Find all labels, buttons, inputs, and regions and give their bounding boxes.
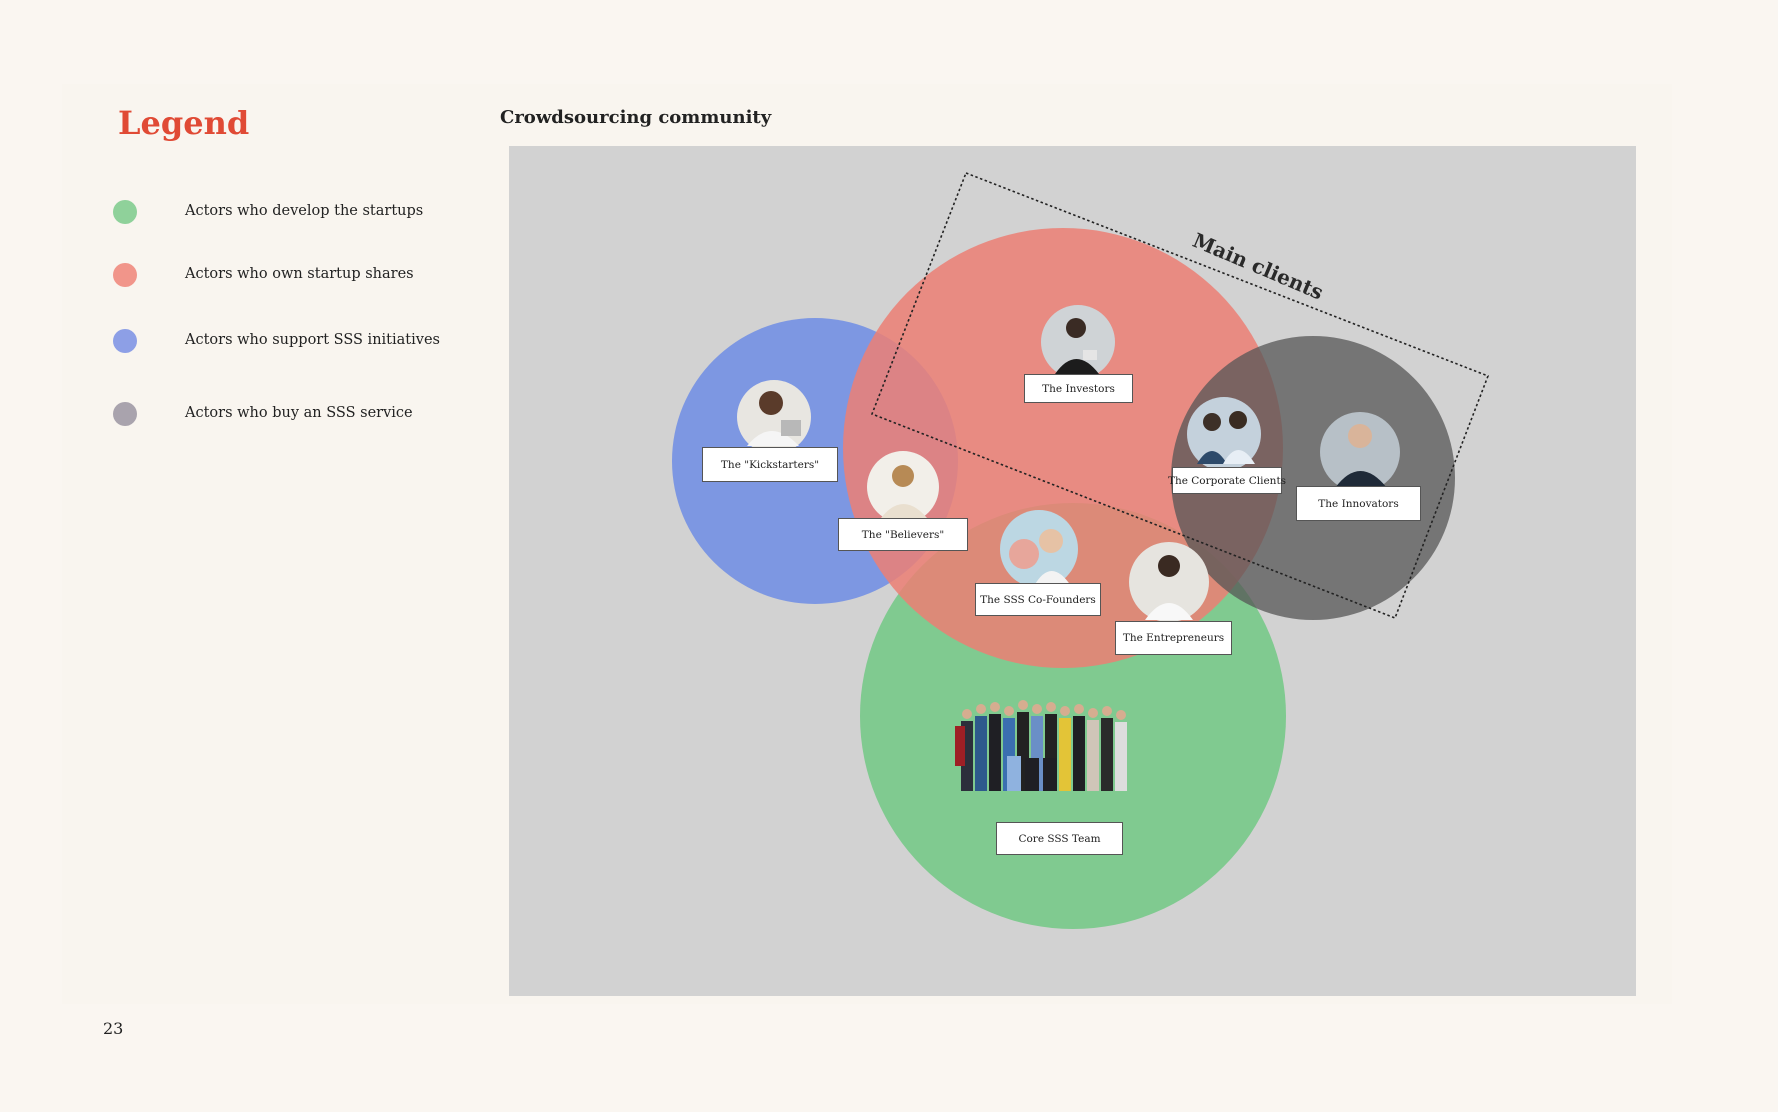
label-core-team: Core SSS Team: [996, 822, 1123, 855]
legend-dot-green: [113, 200, 137, 224]
label-investors: The Investors: [1024, 374, 1133, 403]
person-photo-kickstarter: [737, 380, 811, 454]
label-believers: The "Believers": [838, 518, 968, 551]
label-corporate-clients: The Corporate Clients: [1168, 467, 1286, 494]
label-kickstarters: The "Kickstarters": [702, 447, 838, 482]
legend-title: Legend: [118, 104, 250, 142]
person-photo-entrepreneur: [1129, 542, 1209, 622]
person-photo-innovator: [1320, 412, 1400, 492]
legend-dot-red: [113, 263, 137, 287]
label-co-founders: The SSS Co-Founders: [975, 583, 1101, 616]
legend-label: Actors who own startup shares: [185, 266, 414, 282]
person-photo-cofounders: [1000, 510, 1078, 588]
person-photo-investor: [1041, 305, 1115, 379]
group-photo-core-team: [955, 700, 1127, 791]
legend-dot-blue: [113, 329, 137, 353]
person-photo-believer: [867, 451, 939, 523]
legend-label: Actors who buy an SSS service: [185, 405, 413, 421]
legend-dot-grey: [113, 402, 137, 426]
main-clients-region: [870, 171, 1490, 620]
person-photo-corporate: [1187, 397, 1261, 471]
diagram-title: Crowdsourcing community: [500, 107, 772, 128]
legend-label: Actors who develop the startups: [185, 203, 424, 219]
page-number: 23: [103, 1019, 124, 1038]
legend-label: Actors who support SSS initiatives: [185, 332, 440, 348]
label-innovators: The Innovators: [1296, 486, 1421, 521]
venn-svg: [672, 171, 1490, 929]
label-entrepreneurs: The Entrepreneurs: [1115, 621, 1232, 655]
venn-diagram: Main clients The "Kickstarters" The "Bel…: [509, 146, 1636, 996]
